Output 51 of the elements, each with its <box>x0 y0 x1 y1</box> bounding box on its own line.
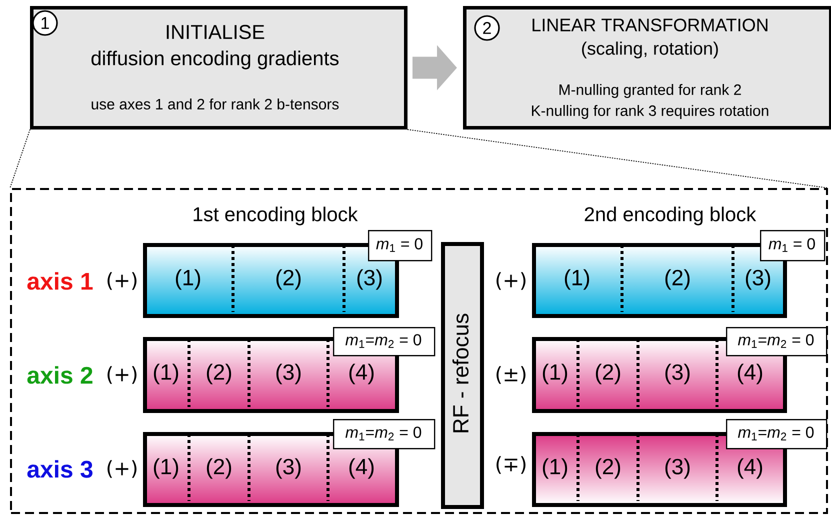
sign-label: (±) <box>496 366 526 384</box>
condition-box: m$_{1}$ = 0 <box>760 230 826 262</box>
condition-box: m$_{1}$=m$_{2}$ = 0 <box>333 327 436 356</box>
condition-box: m$_{1}$=m$_{2}$ = 0 <box>726 327 828 356</box>
sign-label: (+) <box>496 272 526 290</box>
segment-label: (4) <box>738 364 762 384</box>
segment-label: (4) <box>738 458 762 479</box>
segment-label: (3) <box>665 458 690 479</box>
segment-label: (1) <box>176 269 200 290</box>
segment-label: (3) <box>357 269 382 290</box>
step-heading: diffusion encoding gradients <box>92 50 339 70</box>
segment-label: (3) <box>665 364 690 384</box>
column-heading: 1st encoding block <box>194 206 358 226</box>
segment-label: (2) <box>206 364 232 384</box>
segment-label: (1) <box>154 458 178 479</box>
step-note: K-nulling for rank 3 requires rotation <box>532 105 768 119</box>
axis-label: axis 3 <box>27 460 92 478</box>
step-heading: (scaling, rotation) <box>582 42 718 58</box>
axis-label: axis 1 <box>27 272 93 290</box>
segment-label: (2) <box>206 458 232 479</box>
sign-label: (+) <box>108 272 136 290</box>
step-heading: INITIALISE <box>166 24 264 40</box>
segment-label: (4) <box>349 458 374 479</box>
segment-label: (3) <box>746 269 770 290</box>
segment-label: (4) <box>349 364 374 384</box>
segment-label: (2) <box>276 269 301 290</box>
segment-label: (1) <box>542 458 568 479</box>
axis-label: axis 2 <box>27 366 92 384</box>
segment-label: (1) <box>564 269 590 290</box>
step-note: M-nulling granted for rank 2 <box>560 84 741 98</box>
segment-label: (2) <box>596 458 620 479</box>
dashed-frame <box>10 188 828 514</box>
step-number: 2 <box>474 15 500 41</box>
segment-label: (1) <box>542 364 568 384</box>
step-heading: LINEAR TRANSFORMATION <box>532 18 768 32</box>
sign-label: (∓) <box>496 456 526 474</box>
zoom-line <box>10 129 30 188</box>
column-heading: 2nd encoding block <box>584 206 756 226</box>
sign-label: (+) <box>108 460 136 478</box>
segment-label: (2) <box>596 364 620 384</box>
segment-label: (1) <box>154 364 178 384</box>
condition-box: m$_{1}$=m$_{2}$ = 0 <box>333 418 436 450</box>
zoom-line <box>407 129 828 188</box>
segment-label: (2) <box>665 269 690 290</box>
segment-label: (3) <box>276 458 301 479</box>
segment-label: (3) <box>276 364 301 384</box>
condition-box: m$_{1}$=m$_{2}$ = 0 <box>726 418 828 450</box>
refocus-box: RF - refocus <box>441 242 484 509</box>
sign-label: (+) <box>108 366 136 384</box>
step-note: use axes 1 and 2 for rank 2 b-tensors <box>92 98 339 110</box>
condition-box: m$_{1}$ = 0 <box>368 230 432 262</box>
